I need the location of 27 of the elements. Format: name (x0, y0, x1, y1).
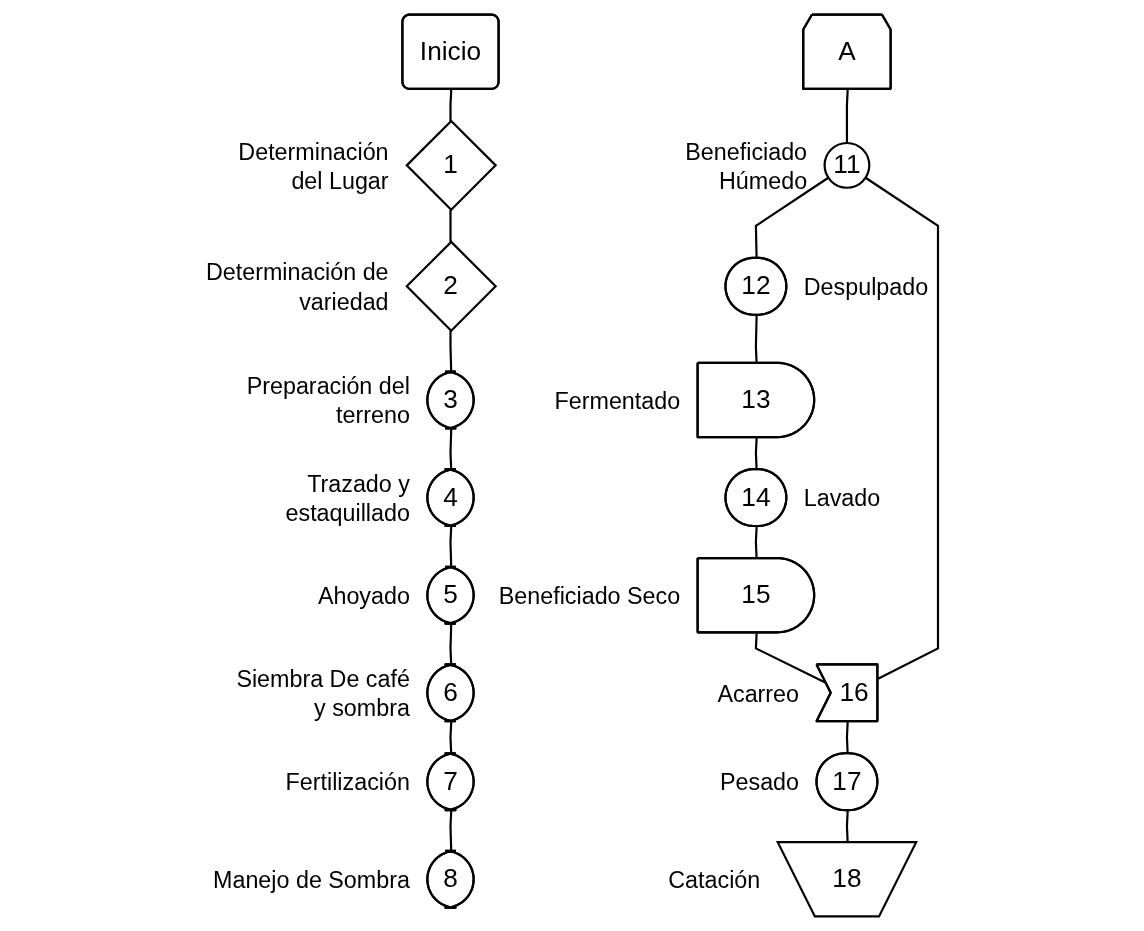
step-caption: Fermentado (554, 387, 681, 414)
connector (754, 526, 758, 559)
step-caption: Preparación del terreno (246, 373, 410, 429)
step-caption: Ahoyado (317, 582, 410, 609)
connector (449, 89, 453, 121)
step-caption: Beneficiado Húmedo (685, 138, 808, 194)
step-caption: Trazado y estaquillado (285, 470, 410, 526)
step-caption: Catación (668, 867, 761, 893)
step-caption: Determinación de variedad (205, 259, 389, 315)
step-caption: Despulpado (803, 274, 929, 301)
step-caption: Determinación del Lugar (238, 138, 389, 194)
node-circle: 11 (823, 141, 871, 189)
connector (449, 209, 452, 242)
step-caption: Siembra De café y sombra (236, 665, 410, 722)
node-diamond: 2 (405, 240, 498, 333)
step-caption: Acarreo (717, 680, 800, 707)
connector (754, 437, 758, 470)
step-caption: Manejo de Sombra (213, 867, 410, 893)
connector (845, 810, 849, 843)
step-caption: Beneficiado Seco (498, 582, 681, 609)
connector (845, 89, 849, 143)
connector (864, 176, 940, 680)
connector (449, 429, 453, 470)
step-caption: Lavado (803, 485, 881, 512)
step-caption: Pesado (720, 769, 800, 796)
step-caption: Fertilización (285, 769, 410, 796)
node-diamond: 1 (405, 119, 498, 212)
